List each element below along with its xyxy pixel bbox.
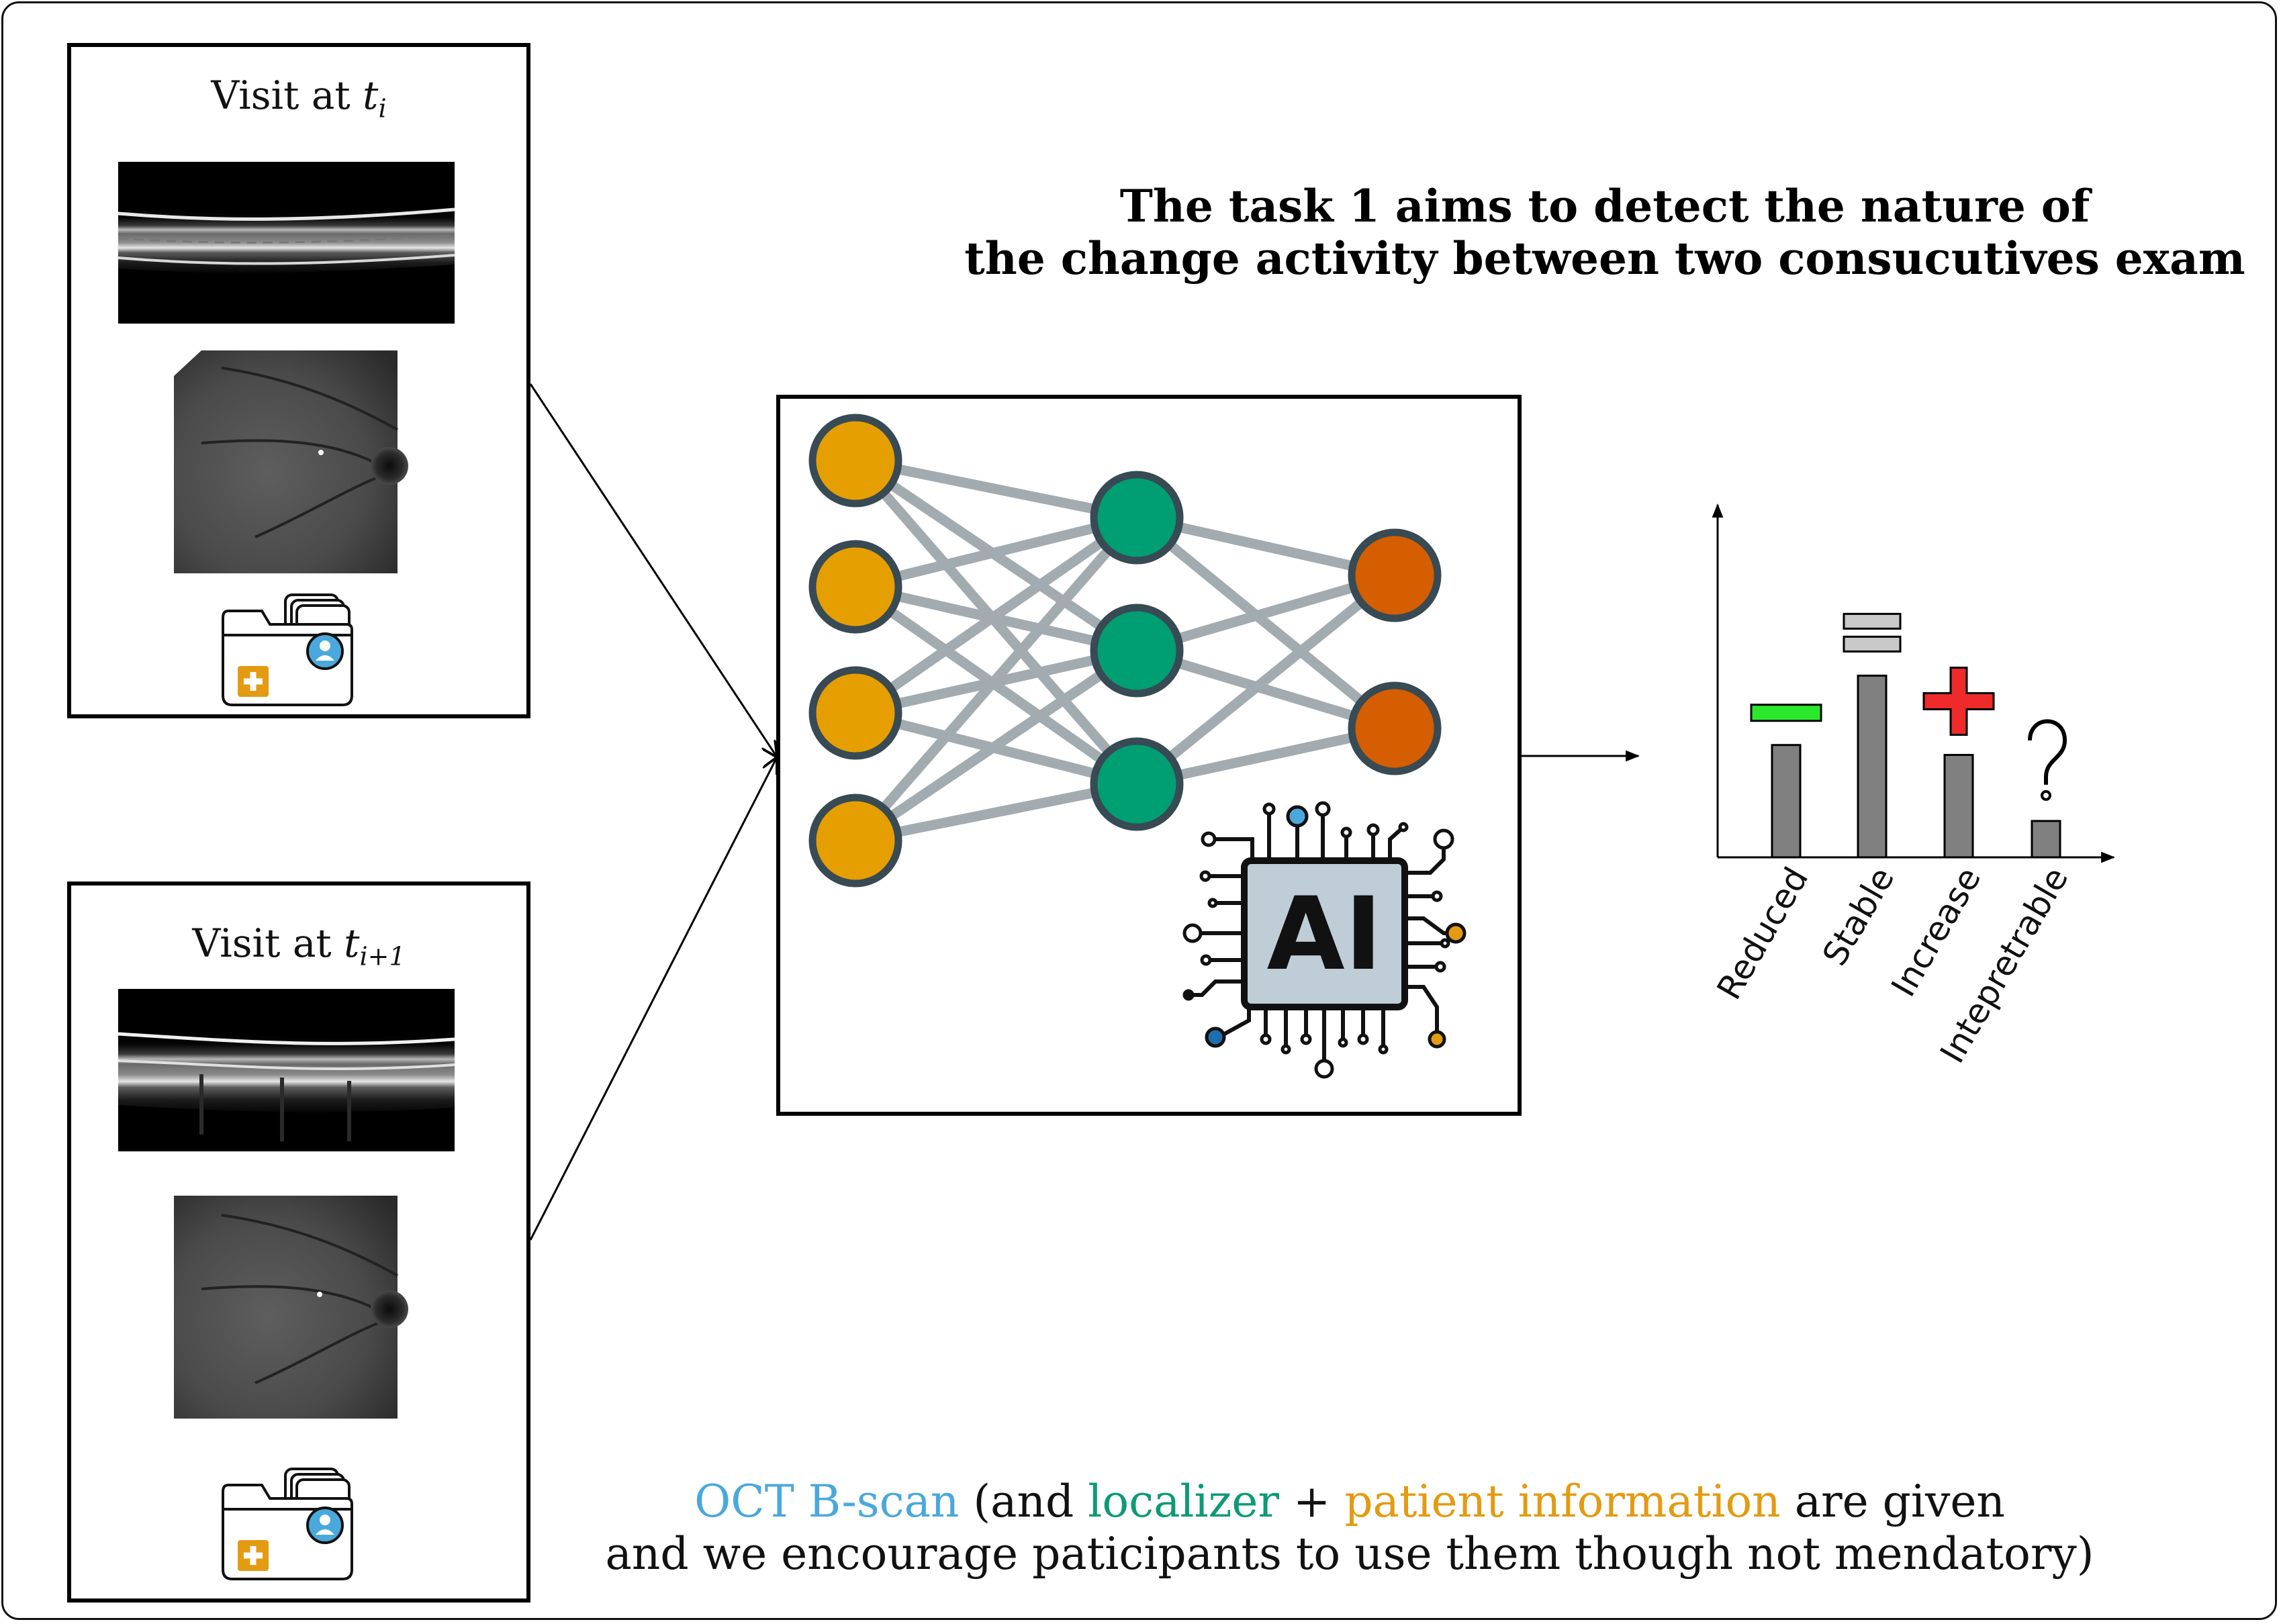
visit-title-sub: i xyxy=(378,93,387,124)
caption-line2: and we encourage paticipants to use them… xyxy=(605,1528,2094,1580)
visit-title-prefix: Visit at xyxy=(211,73,351,118)
visit-title-var: t xyxy=(363,73,379,118)
visit-panel-ti1: Visit at ti+1 xyxy=(67,881,530,1603)
task-title-line2: the change activity between two consucut… xyxy=(964,232,2245,285)
visit-panel-ti: Visit at ti xyxy=(67,43,530,718)
input-caption: OCT B-scan (and localizer + patient info… xyxy=(584,1476,2115,1580)
caption-oct: OCT B-scan xyxy=(694,1476,960,1527)
caption-and: (and xyxy=(973,1476,1074,1527)
visit-title-prefix: Visit at xyxy=(192,920,332,966)
caption-given: are given xyxy=(1794,1476,2005,1527)
visit-title-ti1: Visit at ti+1 xyxy=(71,920,526,971)
visit-title-var: t xyxy=(344,920,360,966)
caption-patient-info: patient information xyxy=(1344,1476,1781,1527)
task-title-line1: The task 1 aims to detect the nature of xyxy=(1119,180,2090,232)
caption-localizer: localizer xyxy=(1088,1476,1280,1527)
caption-line1: OCT B-scan (and localizer + patient info… xyxy=(584,1476,2115,1528)
visit-title-sub: i+1 xyxy=(359,941,406,971)
visit-title-ti: Visit at ti xyxy=(71,73,526,124)
caption-plus: + xyxy=(1293,1476,1331,1527)
task-title: The task 1 aims to detect the nature of … xyxy=(953,180,2256,285)
